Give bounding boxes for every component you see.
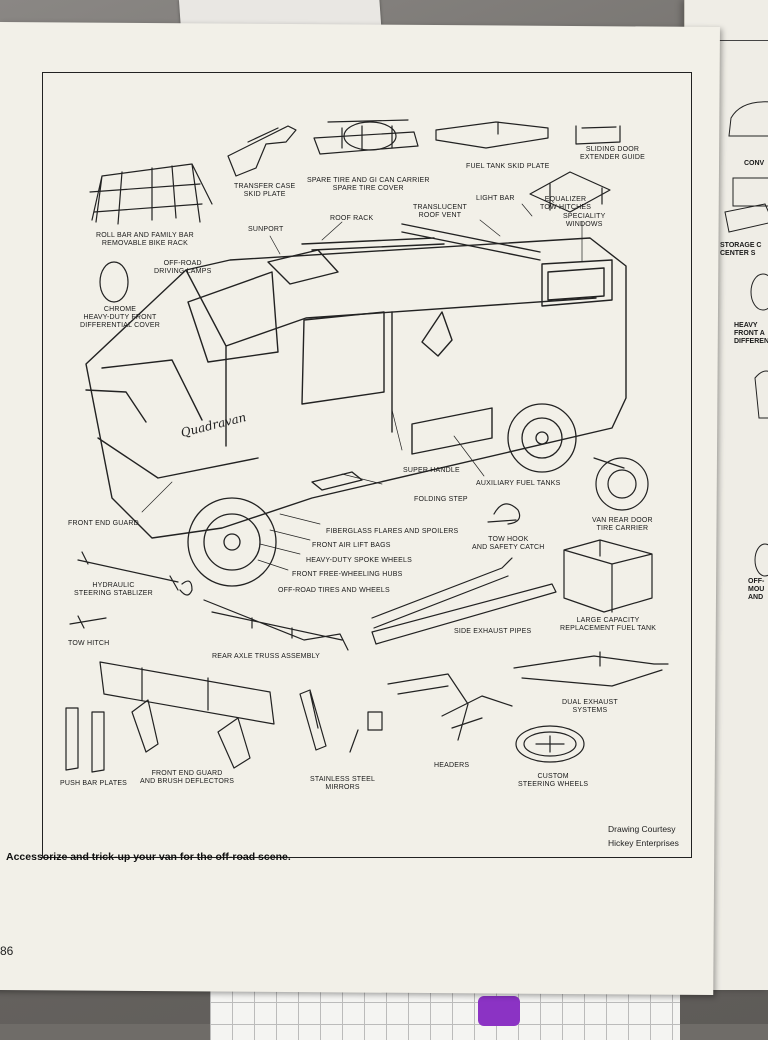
right-page-drawings (724, 101, 768, 577)
label-mirrors: STAINLESS STEEL MIRRORS (310, 776, 376, 791)
label-push-bar: PUSH BAR PLATES (60, 780, 128, 787)
mirrors-drawing (299, 689, 383, 753)
rear-axle-truss-drawing (203, 599, 349, 651)
headers-drawing (387, 673, 513, 741)
label-tow-hitch: TOW HITCH (68, 640, 110, 647)
van-accessories-illustration (65, 119, 669, 773)
dual-exhaust-drawing (513, 651, 669, 687)
leader-lines (141, 203, 583, 571)
label-transfer-case: TRANSFER CASE SKID PLATE (234, 183, 296, 198)
label-side-exhaust: SIDE EXHAUST PIPES (454, 628, 532, 635)
label-spoke-wheels: HEAVY-DUTY SPOKE WHEELS (306, 557, 413, 564)
drawing-credit: Drawing Courtesy Hickey Enterprises (608, 824, 679, 848)
label-sunport: SUNPORT (248, 226, 284, 233)
label-rear-axle: REAR AXLE TRUSS ASSEMBLY (212, 653, 321, 660)
purple-clip (478, 996, 520, 1026)
right-page-label-off: OFF- MOU AND (748, 578, 765, 601)
side-exhaust-drawing (371, 557, 557, 645)
label-freewheeling-hubs: FRONT FREE-WHEELING HUBS (292, 571, 403, 578)
label-hydraulic: HYDRAULIC STEERING STABLIZER (74, 582, 153, 597)
label-folding-step: FOLDING STEP (414, 496, 468, 503)
label-dual-exhaust: DUAL EXHAUST SYSTEMS (562, 699, 618, 714)
steering-wheel-drawing (515, 725, 585, 763)
figure-frame (42, 72, 692, 858)
label-light-bar: LIGHT BAR (476, 195, 515, 202)
fuel-tank-skid-drawing (435, 121, 549, 149)
push-bar-plates-drawing (65, 707, 105, 773)
label-chrome-cover: CHROME HEAVY-DUTY FRONT DIFFERENTIAL COV… (80, 306, 160, 329)
label-steering-wheels: CUSTOM STEERING WHEELS (518, 773, 589, 788)
sliding-door-guide-drawing (575, 125, 621, 145)
label-sliding-door: SLIDING DOOR EXTENDER GUIDE (580, 146, 646, 161)
label-equalizer: EQUALIZER TOW HITCHES (540, 196, 592, 211)
label-roof-vent: TRANSLUCENT ROOF VENT (413, 204, 467, 219)
label-roof-rack: ROOF RACK (330, 215, 374, 222)
label-fiberglass: FIBERGLASS FLARES AND SPOILERS (326, 528, 459, 535)
label-speciality-windows: SPECIALITY WINDOWS (563, 213, 606, 228)
label-headers: HEADERS (434, 762, 470, 769)
label-offroad-lamps: OFF-ROAD DRIVING LAMPS (154, 260, 212, 275)
label-roll-bar: ROLL BAR AND FAMILY BAR REMOVABLE BIKE R… (96, 232, 194, 247)
spare-tire-drawing (313, 119, 419, 155)
tow-hook-drawing (487, 503, 521, 525)
label-front-guard-brush: FRONT END GUARD AND BRUSH DEFLECTORS (140, 770, 235, 785)
label-air-lift: FRONT AIR LIFT BAGS (312, 542, 391, 549)
steering-stabilizer-drawing (77, 551, 193, 596)
large-fuel-tank-drawing (563, 539, 653, 613)
van-body-drawing (85, 223, 627, 539)
label-front-end-guard: FRONT END GUARD (68, 520, 139, 527)
tow-hitch-drawing (69, 615, 107, 629)
label-tow-hook: TOW HOOK AND SAFETY CATCH (472, 536, 545, 551)
transfer-case-drawing (227, 125, 297, 177)
right-page-label-storage: STORAGE C CENTER S (720, 242, 762, 257)
equalizer-drawing (529, 171, 611, 213)
label-offroad-tires: OFF-ROAD TIRES AND WHEELS (278, 587, 390, 594)
roll-bar-drawing (89, 163, 213, 225)
right-page-label-conv: CONV (744, 160, 765, 167)
rear-tire-carrier-drawing (593, 457, 649, 511)
label-fuel-tank-skid: FUEL TANK SKID PLATE (466, 163, 550, 170)
label-super-handle: SUPER HANDLE (403, 467, 460, 474)
figure-caption: Accessorize and trick-up your van for th… (6, 851, 291, 863)
van-wheels-drawing (187, 403, 577, 587)
right-page-label-heavy: HEAVY FRONT A DIFFERENT (734, 322, 768, 345)
label-large-fuel-tank: LARGE CAPACITY REPLACEMENT FUEL TANK (560, 617, 657, 632)
page-number: 86 (0, 944, 14, 958)
chrome-diff-cover-drawing (99, 261, 129, 303)
front-end-guard-drawing (99, 661, 275, 769)
label-spare-tire: SPARE TIRE AND GI CAN CARRIER SPARE TIRE… (307, 177, 430, 192)
label-aux-fuel-tanks: AUXILIARY FUEL TANKS (476, 480, 561, 487)
label-van-rear-door: VAN REAR DOOR TIRE CARRIER (592, 517, 653, 532)
